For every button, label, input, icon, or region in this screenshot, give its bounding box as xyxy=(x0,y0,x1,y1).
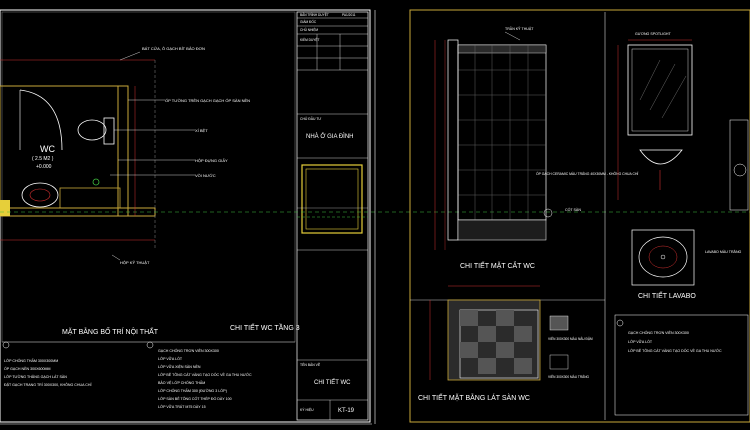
lavabo-symbol xyxy=(21,182,59,208)
callout-mirror: GƯƠNG SPOTLIGHT xyxy=(635,32,672,36)
note-bl-2: LỚP TƯỜNG THẲNG GẠCH LÁT SÀN xyxy=(4,374,67,379)
callout-paper-holder: HỘP ĐỰNG GIẤY xyxy=(195,158,228,163)
callout-floor-level: CỐT SÀN xyxy=(565,207,581,212)
note-bm-4: BẢO VỆ LỚP CHỐNG THẤM xyxy=(158,380,205,385)
sheet-code: KT-19 xyxy=(338,408,355,414)
title-block xyxy=(296,11,369,421)
owner-label: CHỦ ĐẦU TƯ xyxy=(300,116,321,121)
project-name: NHÀ Ở GIA ĐÌNH xyxy=(306,133,353,140)
lavabo-plan xyxy=(631,229,695,286)
wc-room-level: +0.000 xyxy=(36,164,52,170)
floor-tile-plan xyxy=(429,285,541,381)
title-small-right: PA1/2011 xyxy=(342,13,356,17)
note-bm-2: LỚP VỮA XIỆN SÀN NỀN xyxy=(158,364,201,369)
title-small-left: BẢN TRÌNH DUYỆT xyxy=(300,12,329,17)
logo-box xyxy=(301,164,363,234)
notes-box-right xyxy=(614,314,749,416)
title-row-1: CHỦ NHIỆM xyxy=(300,27,318,32)
drawing-name: CHI TIẾT WC xyxy=(314,379,351,386)
callout-toilet: XÍ BỆT xyxy=(195,128,208,133)
right-sheet-frame xyxy=(409,9,750,423)
wc-room-label: WC xyxy=(40,144,55,154)
drawing-label: TÊN BẢN VẼ xyxy=(300,362,321,367)
wc-elevation xyxy=(434,39,553,250)
note-bl-0: LỚP CHỐNG THẤM 300X300MM xyxy=(4,358,58,363)
sheet-label: KÝ HIỆU xyxy=(300,407,314,412)
legend-swatch-dark xyxy=(549,315,569,331)
note-bm-7: LỚP VỮA TRÁT M75 DÀY 15 xyxy=(158,404,206,409)
callout-floor-drain-top: BÁT CỬA, Ô GẠCH BÍT BẢO ĐƠN xyxy=(142,46,205,51)
note-bl-1: ỐP GẠCH NỀN 300X600MM xyxy=(4,366,50,371)
left-sheet-frame xyxy=(0,9,371,423)
callout-ceiling: TRẦN KỸ THUẬT xyxy=(505,26,534,31)
elevation-title: CHI TIẾT MẶT CẮT WC xyxy=(460,260,535,270)
wc-wall-right xyxy=(117,85,129,217)
wc-plan xyxy=(0,59,156,250)
wc-plan-title: MẶT BẰNG BỐ TRÍ NỘI THẤT xyxy=(62,326,159,336)
mirror-elevation xyxy=(617,39,749,211)
notes-bottom-mid: GẠCH CHỐNG TRƠN VIÊN 300X300 LỚP VỮA LÓT… xyxy=(146,341,252,409)
floor-drain-symbol xyxy=(92,178,100,186)
notes-bottom-left: LỚP CHỐNG THẤM 300X300MM ỐP GẠCH NỀN 300… xyxy=(2,341,91,387)
note-bm-3: LỚP BÊ TÔNG CÁT VÀNG TẠO DỐC VỀ GA THU N… xyxy=(158,372,252,377)
wc-door-jamb xyxy=(0,200,10,216)
right-sheet: TRẦN KỸ THUẬT ỐP GẠCH CERAMIC MÀU TRẮNG … xyxy=(374,9,750,424)
plan-viewport xyxy=(1,11,296,343)
note-right-0: GẠCH CHỐNG TRƠN VIÊN 300X300 xyxy=(628,330,689,335)
callout-wall-tile-right: ỐP GẠCH CERAMIC MÀU TRẮNG 40X30MM - KHÔN… xyxy=(536,171,638,176)
section-marker xyxy=(543,208,553,218)
note-bl-3: ĐẶT GẠCH TRANG TRÍ 300X300, KHÔNG CHUA C… xyxy=(4,382,91,387)
wc-room-outline xyxy=(0,85,129,217)
callout-wall-tile: ỐP TƯỜNG TRÊN GẠCH GẠCH ỐP SÀN NỀN xyxy=(165,98,250,103)
legend-tile-b: VIÊN 300X300 MÀU TRẮNG xyxy=(548,374,590,379)
note-right-1: LỚP VỮA LÓT xyxy=(628,339,653,344)
callout-faucet: VÒI NƯỚC xyxy=(195,173,216,178)
wc-room-area: ( 2.5 M2 ) xyxy=(32,156,54,162)
door-swing xyxy=(19,89,63,151)
floor-tile-title: CHI TIẾT MẶT BẰNG LÁT SÀN WC xyxy=(418,392,530,402)
wc-shelf xyxy=(59,187,121,209)
note-bm-5: LỚP CHỐNG THẤM 300 (ĐƯỜNG 3 LỚP) xyxy=(158,388,227,393)
legend-swatch-light xyxy=(549,354,569,370)
toilet-symbol xyxy=(77,117,115,145)
note-bm-1: LỚP VỮA LÓT xyxy=(158,356,183,361)
lavabo-title: CHI TIẾT LAVABO xyxy=(638,290,696,300)
leader-lines xyxy=(110,51,195,261)
title-row-0: GIÁM ĐỐC xyxy=(300,19,317,24)
callout-lavabo: LAVABO MÀU TRẮNG xyxy=(705,249,742,254)
floor-title: CHI TIẾT WC TẦNG 3 xyxy=(230,322,300,332)
note-bm-6: LỚP SÀN BÊ TÔNG CỐT THÉP ĐỔ DÀY 100 xyxy=(158,396,232,401)
title-row-2: KIỂM DUYỆT xyxy=(300,37,320,42)
legend-tile-a: VIÊN 300X300 MÀU NÂU ĐẬM xyxy=(548,336,593,341)
callout-floor-box: HỘP KỸ THUẬT xyxy=(120,260,150,265)
note-bm-0: GẠCH CHỐNG TRƠN VIÊN 300X300 xyxy=(158,348,219,353)
note-right-2: LỚP BÊ TÔNG CÁT VÀNG TẠO DỐC VỀ GA THU N… xyxy=(628,348,722,353)
left-sheet: BÁT CỬA, Ô GẠCH BÍT BẢO ĐƠN ỐP TƯỜNG TRÊ… xyxy=(0,9,372,425)
